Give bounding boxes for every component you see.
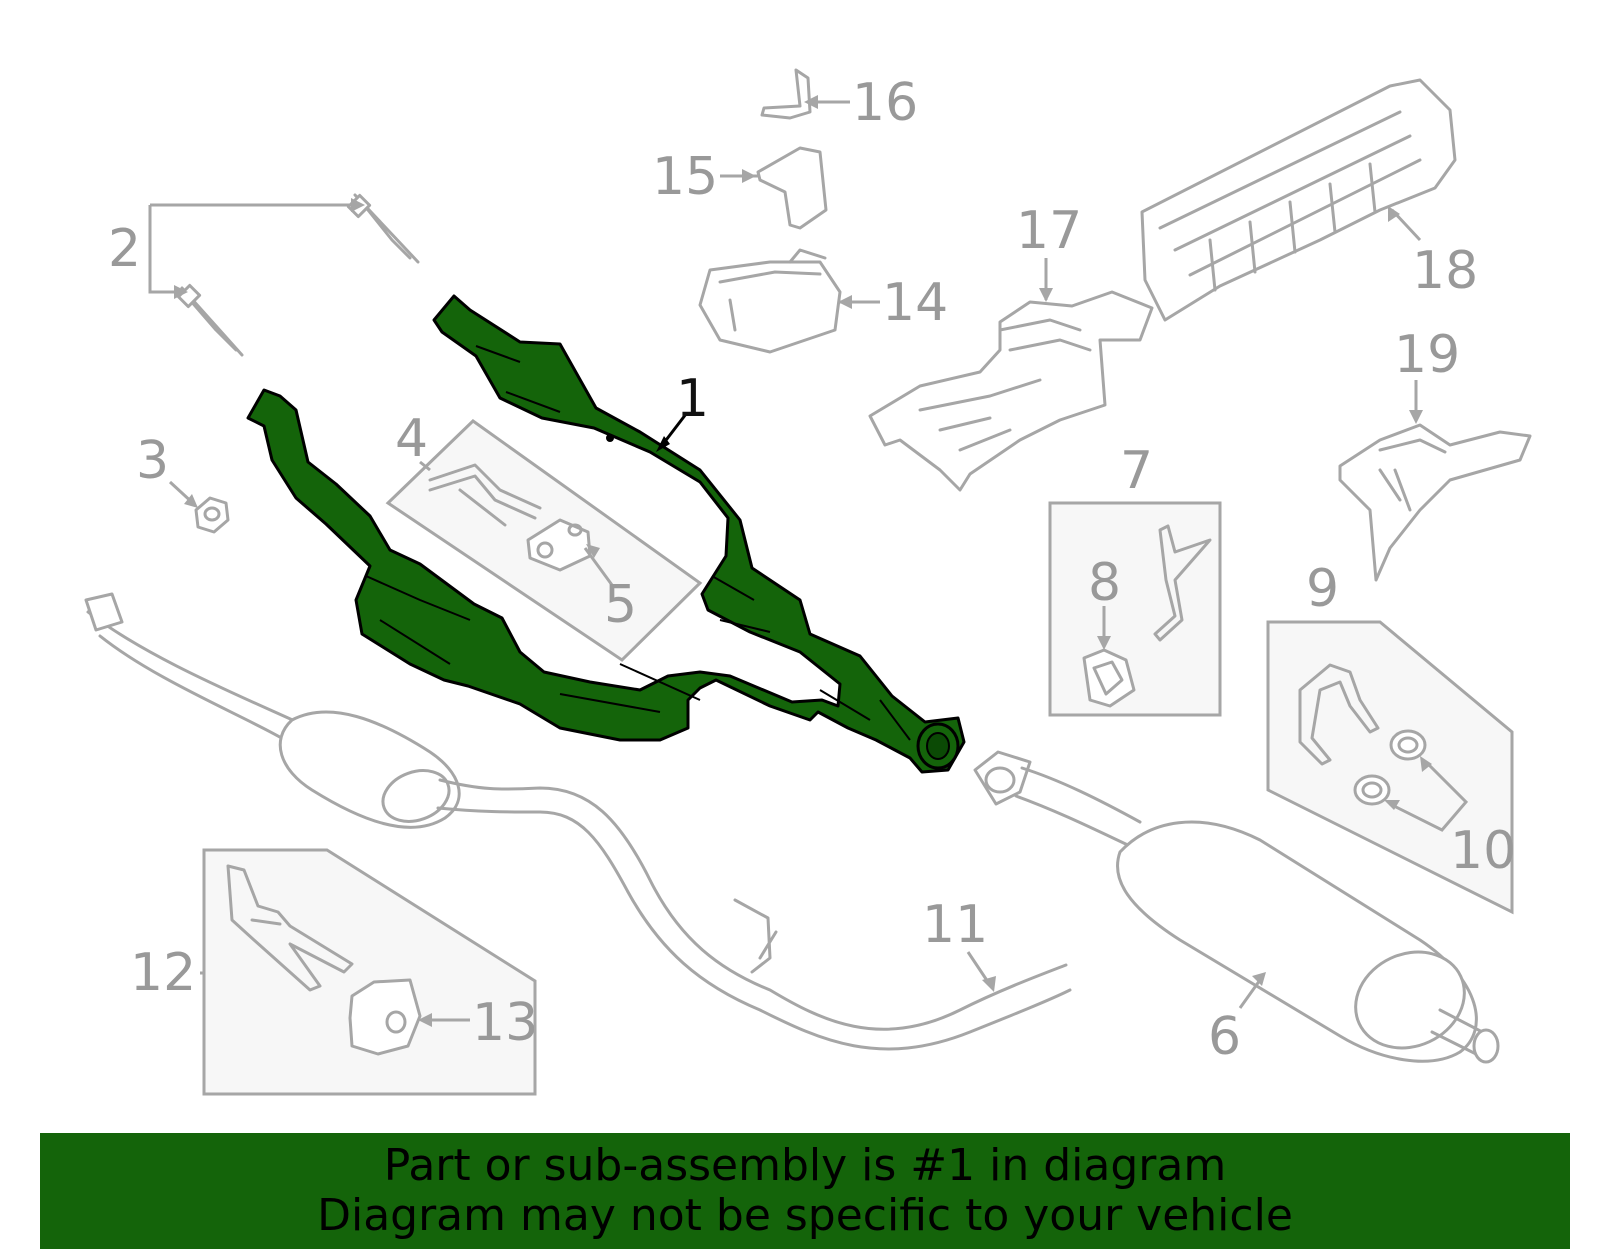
hanger-part-5 [526,518,614,586]
callout-9: 9 [1306,559,1339,619]
heat-shield-part-17 [868,258,1154,492]
bracket-part-9 [1298,663,1380,766]
nut-part-3 [168,480,230,534]
callout-15: 15 [652,147,718,207]
heat-shield-part-15 [720,146,828,230]
bushing-part-10 [1353,729,1469,832]
insulator-part-13 [348,978,470,1056]
muffler-part-6 [973,750,1500,1064]
callout-4: 4 [395,409,428,469]
clip-part-16 [760,68,850,120]
callout-16: 16 [852,73,918,133]
heat-shield-part-14 [698,248,880,354]
catalytic-converter-part-1 [246,294,966,774]
leader-arrowheads [174,95,1432,1027]
callout-18: 18 [1412,241,1478,301]
bracket-part-7 [1153,524,1212,642]
group-box-9-10 [1266,620,1514,915]
group-box-12-13 [202,848,537,1096]
callout-1: 1 [676,369,709,429]
callout-14: 14 [882,273,948,333]
callout-6: 6 [1208,1007,1241,1067]
info-banner: Part or sub-assembly is #1 in diagram Di… [40,1133,1570,1249]
callout-3: 3 [136,431,169,491]
callout-8: 8 [1088,553,1121,613]
oxygen-sensors-part-2 [148,193,420,357]
callout-19: 19 [1394,325,1460,385]
callout-12: 12 [130,943,196,1003]
callout-11: 11 [922,895,988,955]
callout-13: 13 [472,993,538,1053]
callout-10: 10 [1450,821,1516,881]
insulator-part-8 [1082,606,1136,708]
heat-shield-part-19 [1338,380,1532,582]
callout-7: 7 [1120,441,1153,501]
heat-shield-part-18 [1140,78,1457,322]
callout-2: 2 [108,219,141,279]
banner-line-1: Part or sub-assembly is #1 in diagram [383,1140,1227,1191]
bracket-part-4 [419,460,542,527]
intermediate-pipe-part-11 [84,592,1072,1051]
callout-17: 17 [1016,201,1082,261]
bracket-part-12 [200,864,354,992]
callout-5: 5 [604,575,637,635]
banner-line-2: Diagram may not be specific to your vehi… [317,1190,1293,1241]
group-box-7-8 [1048,501,1222,717]
